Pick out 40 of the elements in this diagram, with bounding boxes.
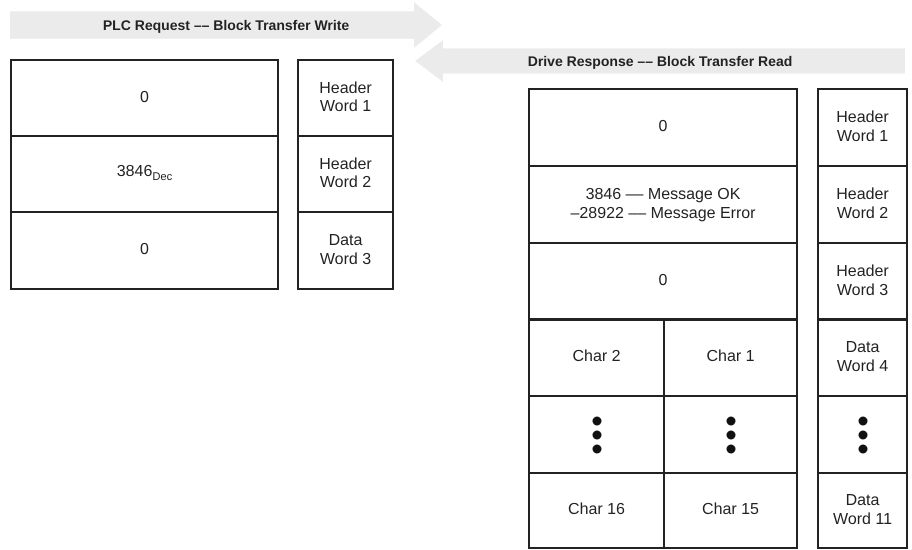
cell-text: 0 [658, 118, 668, 137]
cell-text: Header Word 3 [835, 263, 890, 300]
table-cell [817, 165, 908, 244]
banner-title: Drive Response –– Block Transfer Read [528, 53, 792, 69]
cell-text: 0 [140, 88, 149, 108]
table-cell [528, 88, 798, 167]
cell-text: Data Word 3 [318, 232, 372, 269]
cell-text: Char 15 [702, 501, 759, 520]
table-cell [663, 472, 798, 549]
cell-text: Char 1 [706, 348, 755, 367]
cell-text: Data Word 11 [832, 492, 893, 529]
table-cell [297, 211, 394, 290]
cell-text: 3846$_{Dec}$ [116, 163, 172, 185]
cell-text: 0 [658, 272, 668, 291]
table-cell [528, 242, 798, 321]
cell-text: Header Word 2 [318, 156, 373, 192]
cell-text: Header Word 1 [835, 109, 890, 146]
table-cell [10, 59, 279, 137]
cell-text: –28922 –– Message Error [570, 204, 756, 223]
cell-text: 0 [140, 241, 149, 260]
table-cell [817, 318, 908, 397]
cell-text: Header Word 2 [835, 186, 890, 223]
cell-text: 3846 –– Message OK [586, 186, 740, 204]
table-cell [528, 318, 665, 397]
table-cell [817, 242, 908, 321]
table-cell [663, 318, 798, 397]
table-cell [528, 165, 798, 244]
table-cell [297, 59, 394, 137]
table-cell [297, 135, 394, 213]
cell-text: Header Word 1 [318, 80, 373, 116]
cell-text: Char 16 [568, 501, 625, 520]
table-cell [10, 211, 279, 290]
table-cell [817, 88, 908, 167]
table-cell [817, 472, 908, 549]
cell-text: Char 2 [572, 348, 621, 367]
table-cell [817, 395, 908, 474]
banner-title: PLC Request –– Block Transfer Write [102, 17, 350, 33]
table-cell [10, 135, 279, 213]
cell-text: Data Word 4 [836, 339, 890, 376]
table-cell [528, 472, 665, 549]
